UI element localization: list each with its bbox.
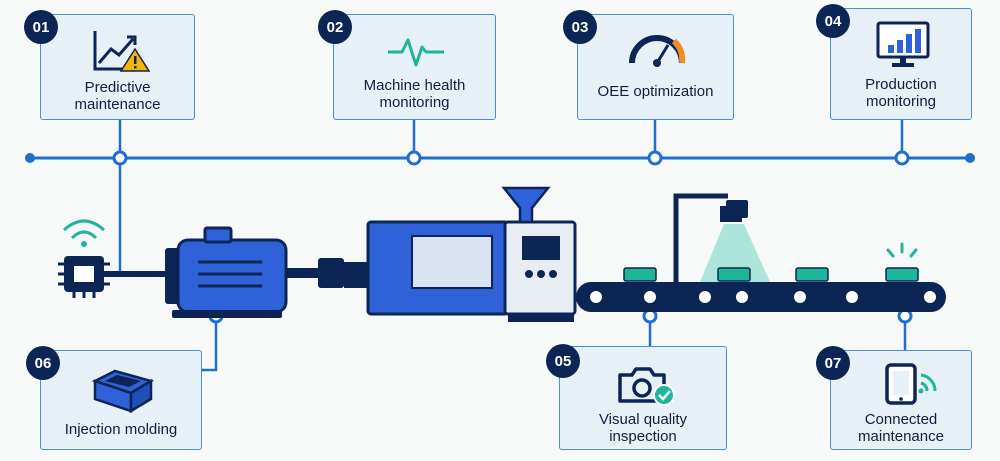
card-oee-optimization: OEE optimization: [577, 14, 734, 120]
card-label: Connected maintenance: [858, 411, 944, 445]
step-badge-06: 06: [26, 346, 60, 380]
card-label: OEE optimization: [597, 83, 714, 100]
timeline-node-01: [112, 150, 128, 166]
electric-motor: [165, 226, 344, 318]
step-badge-05: 05: [546, 344, 580, 378]
mold-box-icon: [91, 369, 155, 413]
step-badge-01: 01: [24, 10, 58, 44]
card-label: Injection molding: [64, 421, 178, 438]
card-connected-maintenance: Connected maintenance: [830, 350, 972, 450]
card-visual-quality-inspection: Visual quality inspection: [559, 346, 727, 450]
timeline: [25, 150, 975, 166]
inspection-camera-arm: [673, 193, 770, 282]
gauge-icon: [629, 35, 686, 67]
camera-check-icon: [618, 367, 675, 406]
step-badge-07: 07: [816, 346, 850, 380]
heartbeat-icon: [388, 38, 444, 67]
card-label: Production monitoring: [865, 76, 937, 110]
step-badge-02: 02: [318, 10, 352, 44]
card-injection-molding: Injection molding: [40, 350, 202, 450]
trend-warning-icon: [93, 31, 151, 72]
conveyor-belt: [576, 242, 946, 312]
iot-sensor-module: [58, 219, 165, 298]
card-predictive-maintenance: Predictive maintenance: [40, 14, 195, 120]
card-production-monitoring: Production monitoring: [830, 8, 972, 120]
timeline-node-04: [894, 150, 910, 166]
card-label: Machine health monitoring: [363, 77, 466, 111]
card-label: Visual quality inspection: [598, 411, 688, 445]
card-machine-health-monitoring: Machine health monitoring: [333, 14, 496, 120]
injection-molding-machine: [344, 186, 577, 322]
step-badge-03: 03: [563, 10, 597, 44]
timeline-node-02: [406, 150, 422, 166]
tablet-wireless-icon: [885, 363, 937, 405]
timeline-node-03: [647, 150, 663, 166]
monitor-bar-chart-icon: [876, 21, 930, 67]
card-label: Predictive maintenance: [74, 79, 161, 113]
step-badge-04: 04: [816, 4, 850, 38]
